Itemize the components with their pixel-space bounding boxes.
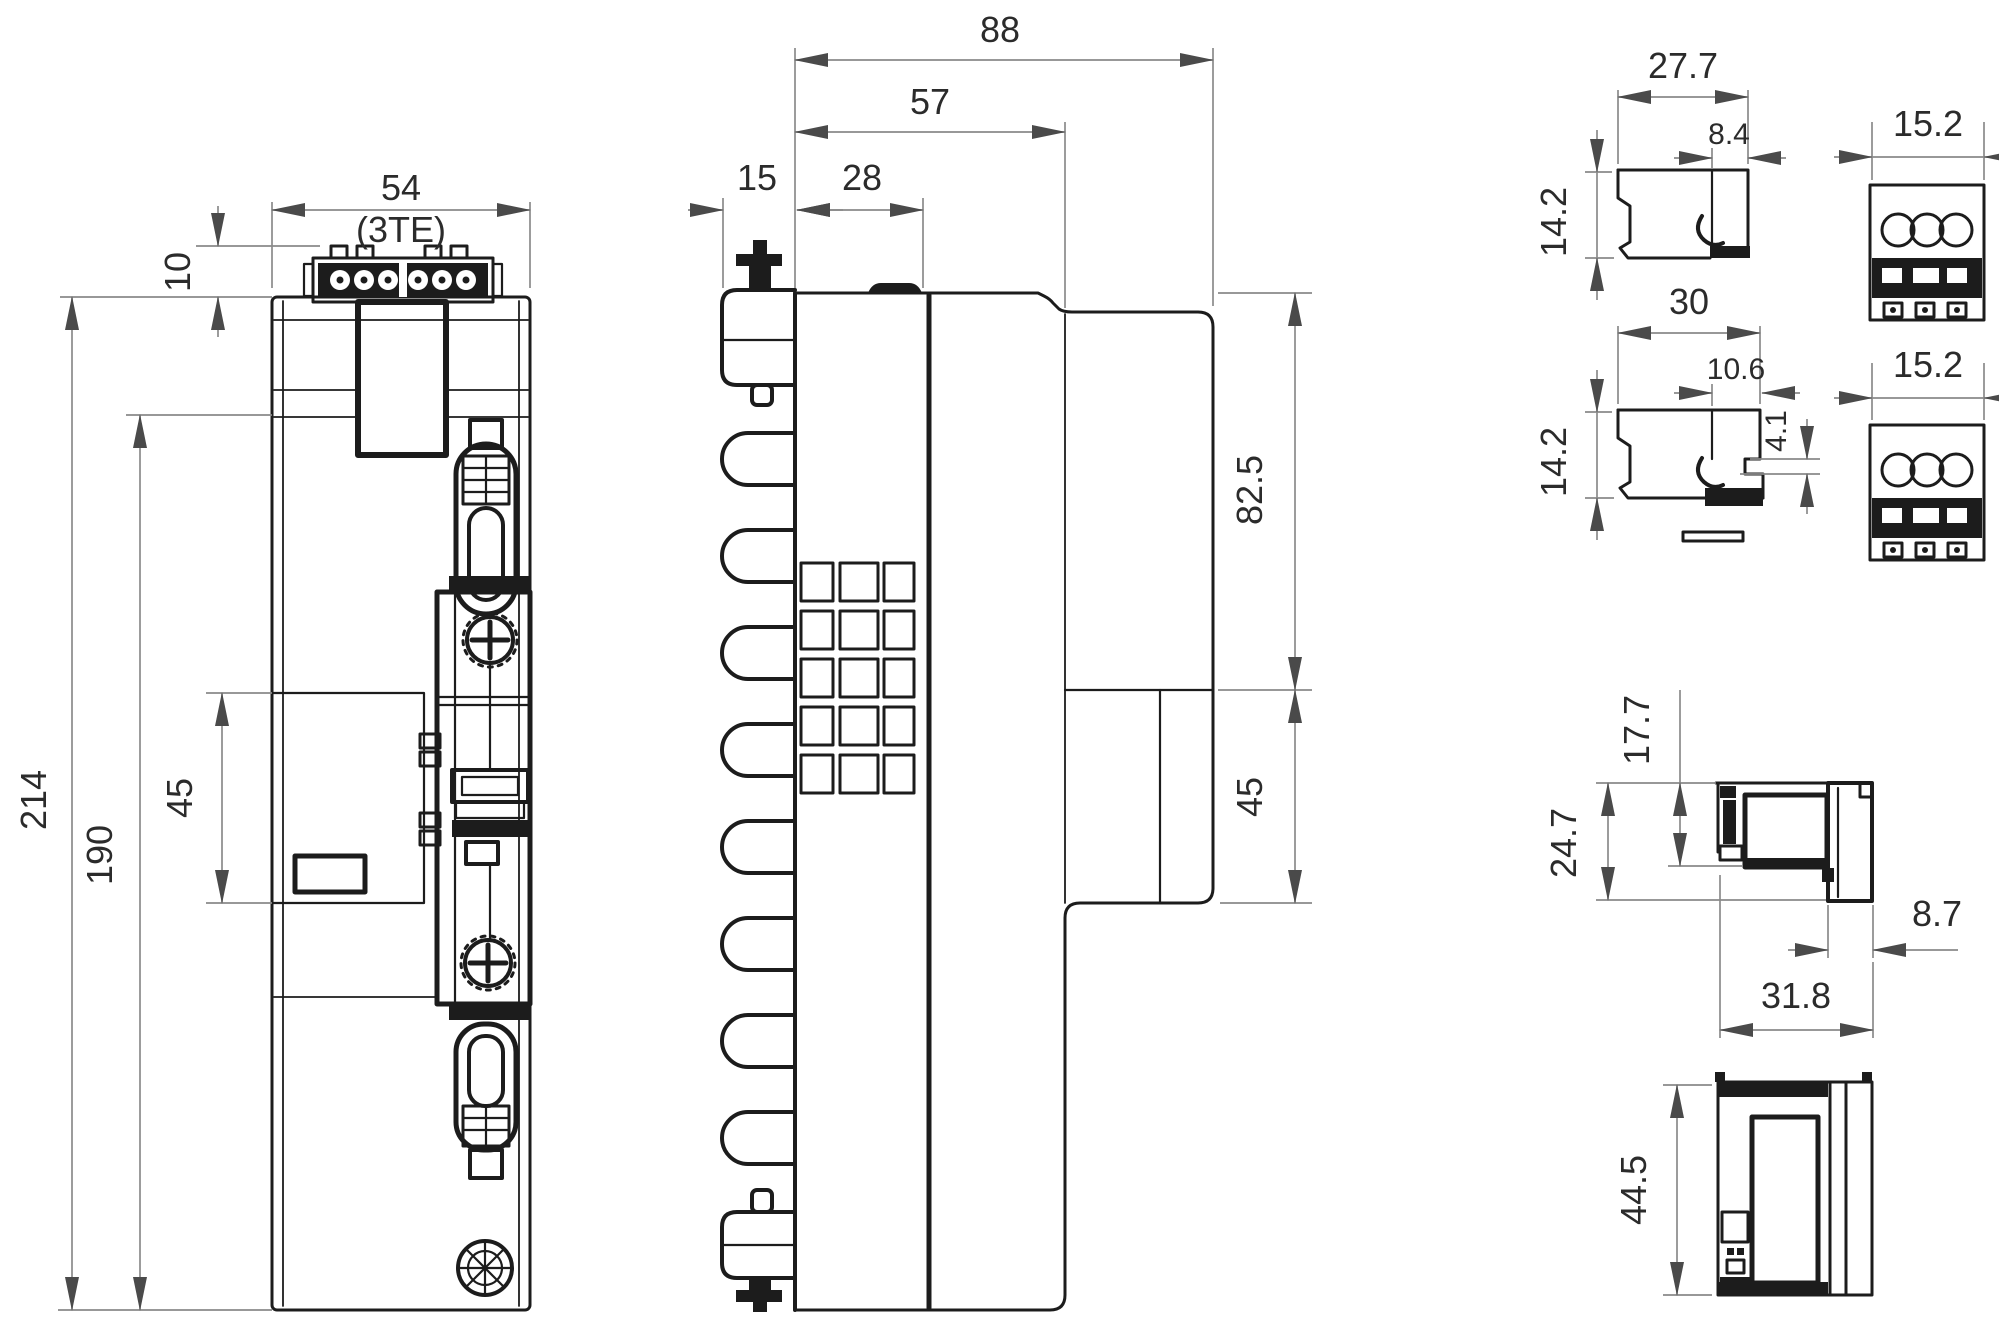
- clip-large-face: [1868, 423, 1986, 562]
- dim-label-clipB-142: 14.2: [1533, 427, 1574, 497]
- top-clamp: [720, 240, 797, 407]
- dim-label-front-module: (3TE): [356, 209, 446, 250]
- dim-label-front-190: 190: [79, 825, 120, 885]
- label-window: [292, 853, 368, 895]
- bracket-front-view: 44.5: [1613, 1072, 1874, 1297]
- dim-label-side-45: 45: [1229, 777, 1270, 817]
- round-screw: [456, 1239, 514, 1297]
- clip-small-view: 27.7 8.4 14.2 15.2: [1533, 45, 1999, 322]
- dim-label-clipB-106: 10.6: [1707, 353, 1765, 386]
- cover-plate: [270, 691, 426, 905]
- side-fins: [720, 431, 797, 1166]
- side-body-outline: [793, 291, 1215, 1312]
- dim-label-side-88: 88: [980, 9, 1020, 50]
- terminal-block: [302, 244, 504, 304]
- dim-label-front-214: 214: [13, 770, 54, 830]
- dim-label-bracket-247: 24.7: [1543, 808, 1584, 878]
- bottom-clamp: [720, 1188, 797, 1312]
- dim-label-side-28: 28: [842, 157, 882, 198]
- dim-label-bracket-445: 44.5: [1613, 1155, 1654, 1225]
- dim-label-clipA-152: 15.2: [1893, 103, 1963, 144]
- dim-label-clipB-41: 4.1: [1760, 410, 1793, 452]
- dim-label-clipB-30: 30: [1669, 281, 1709, 322]
- lower-slot: [453, 1021, 519, 1180]
- front-dimensions: 54 (3TE) 10 214 190 45: [13, 167, 531, 1311]
- dim-label-front-width: 54: [381, 167, 421, 208]
- clip-small-face: [1868, 183, 1986, 322]
- dim-label-bracket-318: 31.8: [1761, 975, 1831, 1016]
- clip-large-view: 30 10.6 14.2 4.1: [1533, 281, 1999, 562]
- dim-label-clipA-84: 8.4: [1708, 118, 1750, 151]
- breaker-module: [418, 576, 533, 1020]
- top-latch-bump: [868, 283, 922, 293]
- terminal-recess: [355, 299, 449, 458]
- dim-label-bracket-177: 17.7: [1616, 695, 1657, 765]
- dim-label-bracket-87: 8.7: [1912, 893, 1962, 934]
- dim-label-side-825: 82.5: [1229, 455, 1270, 525]
- dim-label-front-45: 45: [159, 778, 200, 818]
- front-view: [270, 244, 533, 1312]
- side-view: [720, 240, 1215, 1312]
- dim-label-clipA-142: 14.2: [1533, 187, 1574, 257]
- bracket-side-view: 17.7 24.7 8.7 31.8: [1543, 690, 1962, 1038]
- dim-label-clipA-277: 27.7: [1648, 45, 1718, 86]
- dim-label-side-57: 57: [910, 81, 950, 122]
- dim-label-front-10: 10: [157, 252, 198, 292]
- vent-grid: [799, 561, 916, 795]
- side-dimensions: 88 57 15 28 82.5 45: [688, 9, 1312, 904]
- dim-label-clipB-152: 15.2: [1893, 344, 1963, 385]
- dim-label-side-15: 15: [737, 157, 777, 198]
